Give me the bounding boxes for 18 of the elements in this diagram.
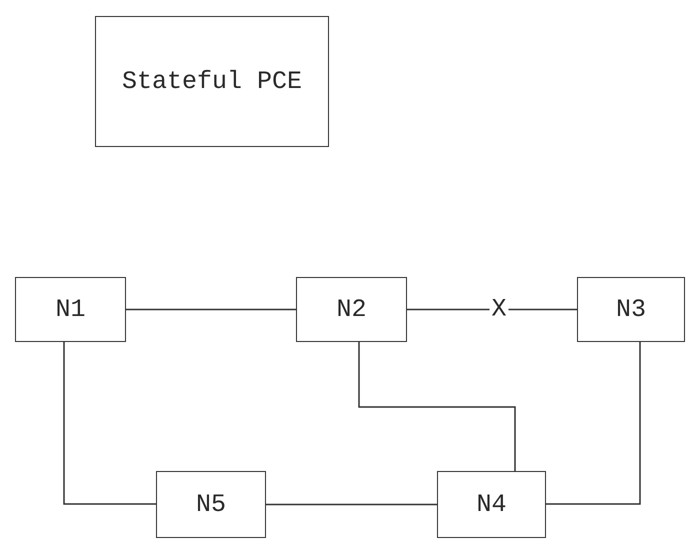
- node-box: [437, 471, 546, 538]
- connector-line: [358, 342, 516, 471]
- node-label: N4: [476, 490, 506, 519]
- node-label: N3: [616, 295, 646, 324]
- node-box: [95, 16, 329, 147]
- node-label: N5: [196, 490, 226, 519]
- node-label: N1: [55, 295, 86, 324]
- node-label: Stateful PCE: [122, 67, 302, 96]
- connector-line: [126, 308, 296, 310]
- node-box: [15, 277, 126, 342]
- connector-line: [546, 342, 641, 505]
- node-label: N2: [336, 295, 366, 324]
- connector-line: [266, 504, 437, 506]
- node-box: [577, 277, 685, 342]
- node-box: [156, 471, 266, 538]
- node-box: [296, 277, 407, 342]
- connector-line: [407, 308, 577, 310]
- connector-line: [63, 342, 156, 505]
